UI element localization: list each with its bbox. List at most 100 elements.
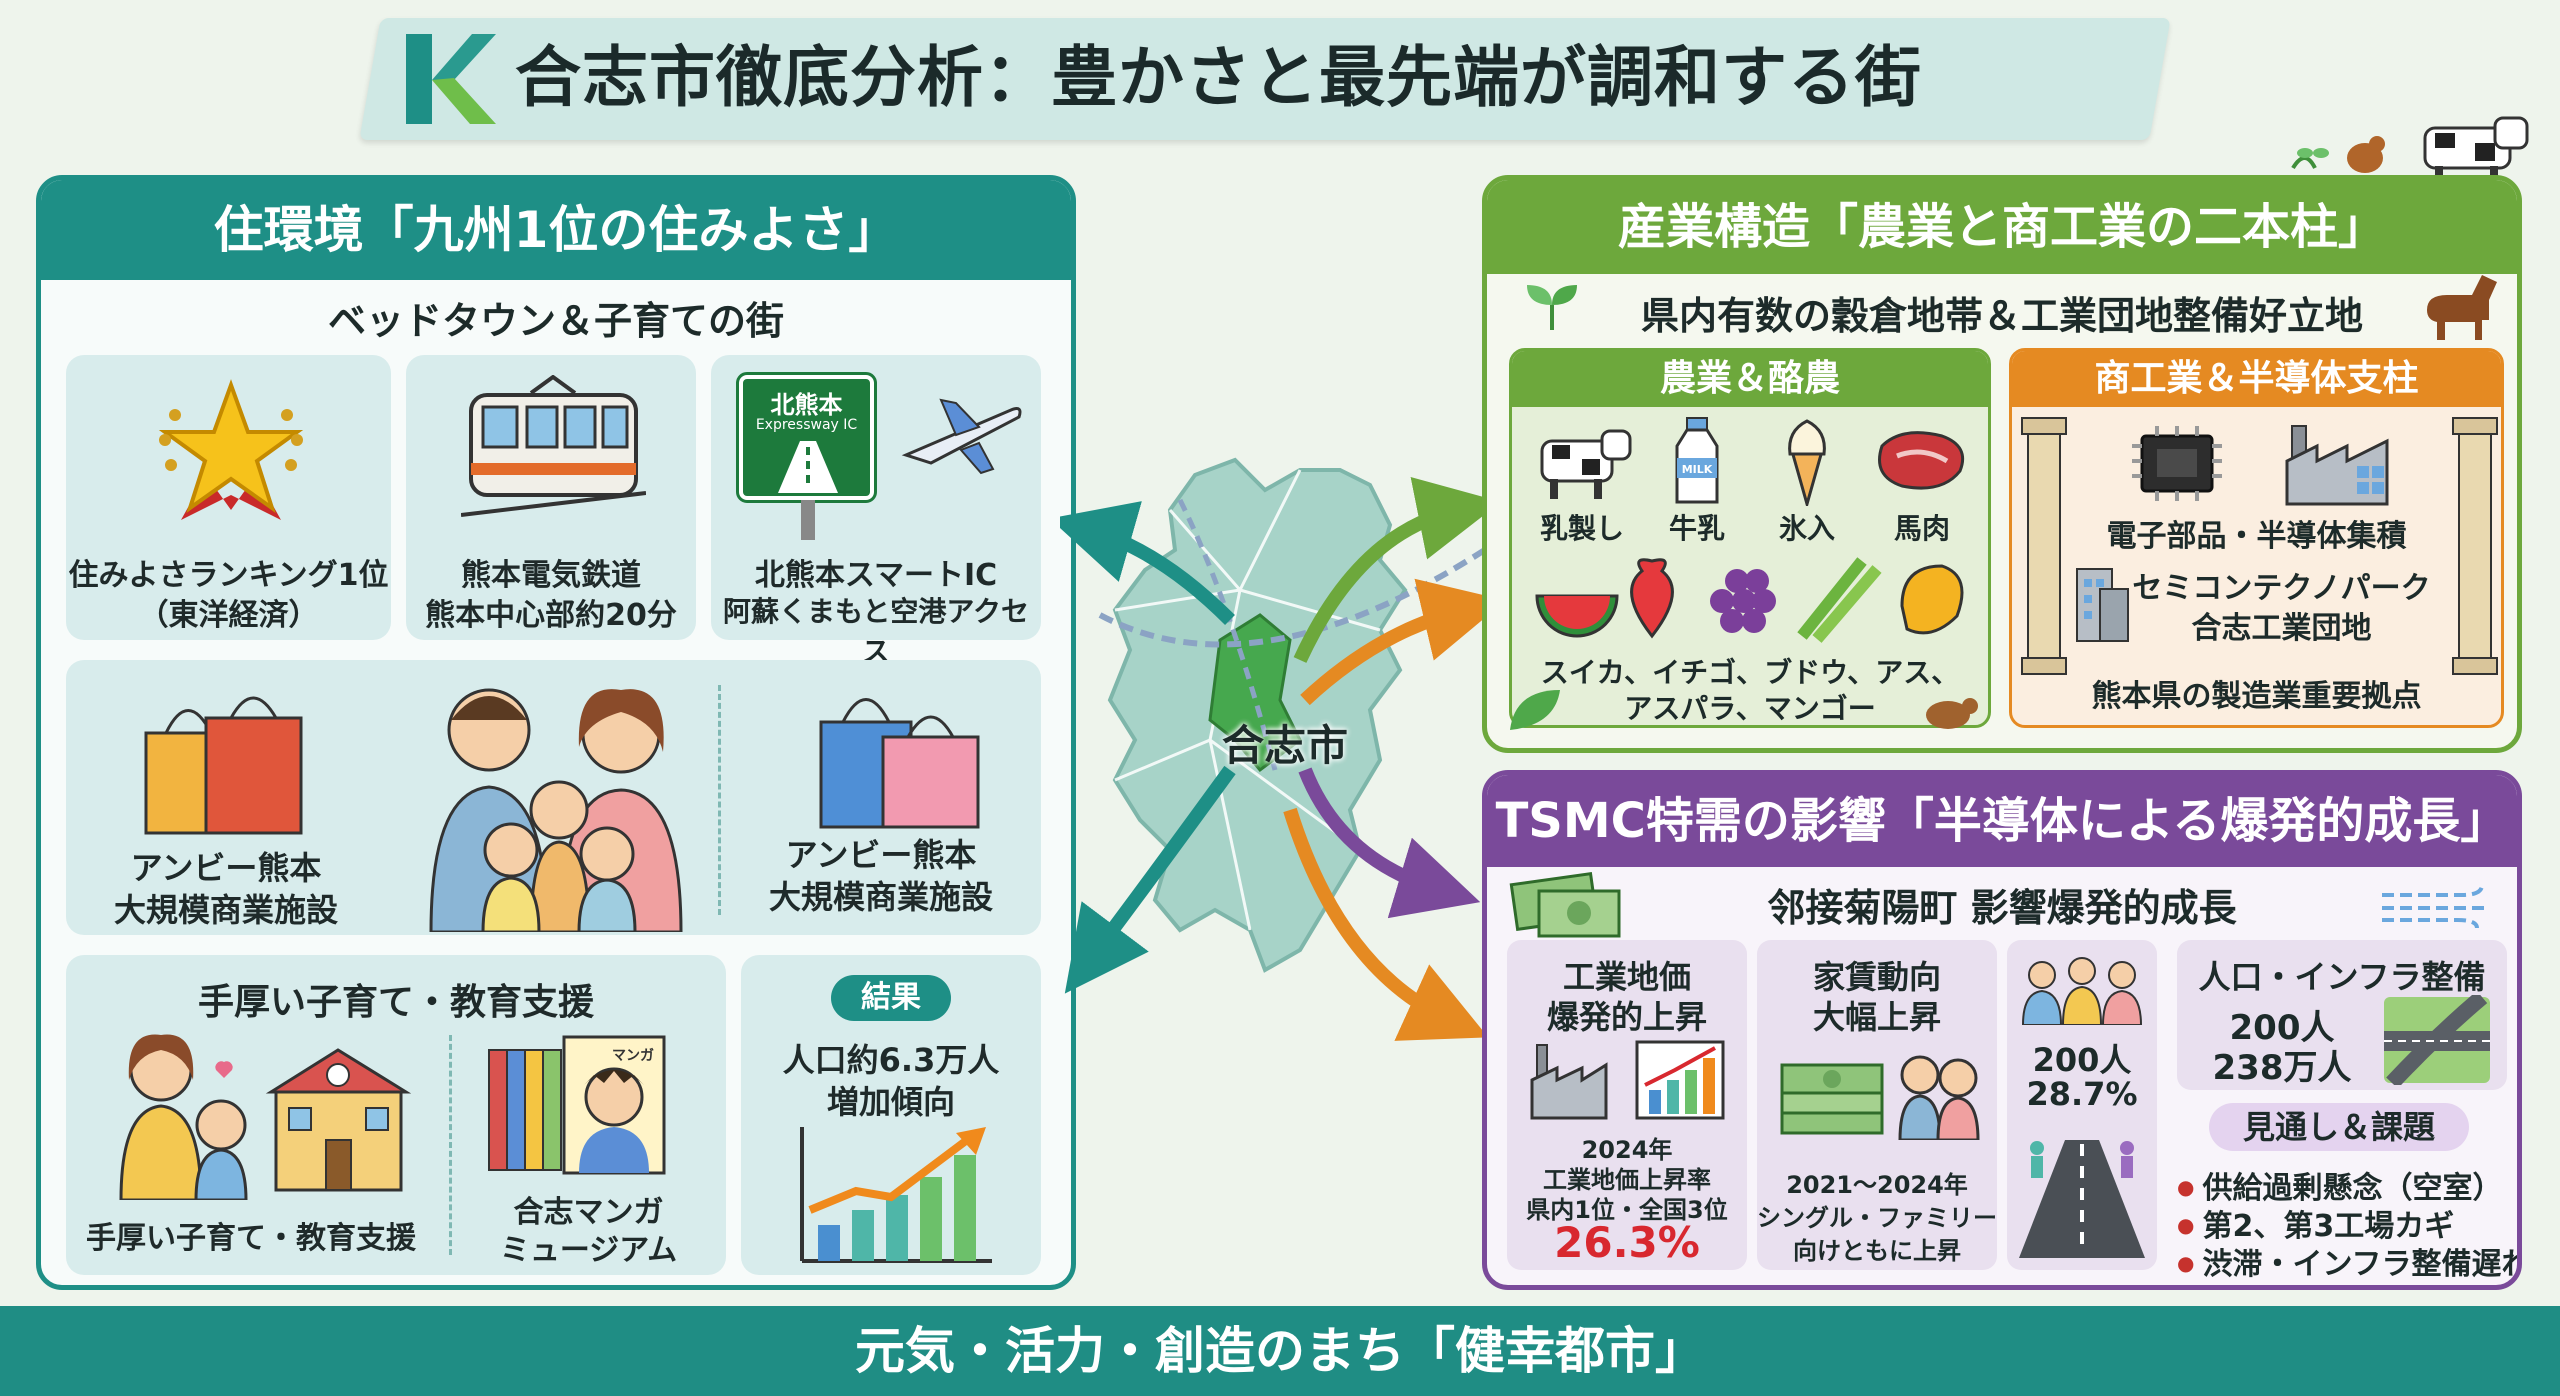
- chip-icon: [2132, 426, 2222, 501]
- mall-left-line1: アンビー熊本: [130, 849, 322, 887]
- page-title: 合志市徹底分析：豊かさと最先端が調和する街: [515, 39, 1922, 116]
- ranking-line1: 住みよさランキング1位: [68, 558, 389, 593]
- agri-item-2: 牛乳: [1668, 512, 1725, 545]
- ice-cream-icon: [1788, 419, 1826, 506]
- commerce-line4: 熊本県の製造業重要拠点: [2091, 679, 2422, 714]
- wind-icon: [2382, 884, 2487, 929]
- cash-stack-icon: [1780, 1063, 1884, 1135]
- land-cap2: 工業地価上昇率: [1543, 1166, 1711, 1194]
- road-icon: [778, 441, 838, 493]
- agri-item-4: 馬肉: [1893, 512, 1950, 545]
- ranking-line2: （東洋経済）: [138, 598, 319, 633]
- rent-title2: 大幅上昇: [1812, 998, 1941, 1036]
- horse-icon: [2427, 275, 2497, 340]
- mall-right-line2: 大規模商業施設: [768, 878, 993, 916]
- divider: [718, 685, 721, 915]
- industry-subtitle: 県内有数の穀倉地帯＆工業団地整備好立地: [1640, 294, 2363, 338]
- industry-panel-header: 産業構造「農業と商工業の二本柱」: [1487, 180, 2517, 274]
- infra-line1: 200人: [2229, 1008, 2335, 1048]
- land-cap1: 2024年: [1581, 1136, 1673, 1164]
- rising-chart-icon: [1635, 1040, 1725, 1120]
- pop-line2: 28.7%: [2026, 1075, 2138, 1113]
- manga-books-icon: マンガ: [488, 1035, 666, 1175]
- pillar-icon: [2021, 417, 2067, 675]
- living-panel: 住環境「九州1位の住みよさ」 ベッドタウン＆子育ての街 住みよさランキング1位 …: [36, 175, 1076, 1290]
- rent-title1: 家賃動向: [1812, 958, 1941, 996]
- manga-line1: 合志マンガ: [513, 1195, 664, 1230]
- railway-line1: 熊本電気鉄道: [461, 558, 641, 593]
- living-subtitle: ベッドタウン＆子育ての街: [327, 299, 784, 343]
- land-title2: 爆発的上昇: [1546, 998, 1707, 1036]
- expressway-sign-icon: 北熊本 Expressway IC: [736, 372, 877, 503]
- support-title: 手厚い子育て・教育支援: [197, 982, 594, 1023]
- population-card: 200人 28.7%: [2007, 940, 2157, 1270]
- mall-left-line2: 大規模商業施設: [113, 891, 338, 929]
- people-group-icon: [2021, 957, 2143, 1025]
- airplane-icon: [901, 398, 1022, 475]
- sign-post: [801, 500, 815, 540]
- commerce-header: 商工業＆半導体支柱: [2012, 351, 2501, 407]
- land-cap3: 県内1位・全国3位: [1526, 1196, 1728, 1224]
- shopping-bags-icon: [819, 698, 980, 829]
- manga-line2: ミュージアム: [499, 1233, 678, 1268]
- factory-icon: [2285, 425, 2389, 506]
- growth-chart-icon: [800, 1127, 992, 1263]
- industry-panel: 産業構造「農業と商工業の二本柱」 県内有数の穀倉地帯＆工業団地整備好立地 農業＆…: [1482, 175, 2522, 753]
- land-price-card: 工業地価 爆発的上昇 2024年 工業地価上昇率 県内1位・全国3位 26.3%: [1507, 940, 1747, 1270]
- parent-child-school-icon: [119, 1034, 411, 1200]
- railway-card: 熊本電気鉄道 熊本中心部約20分: [406, 355, 696, 640]
- interchange-icon: [2384, 995, 2490, 1085]
- rent-cap3: 向けともに上昇: [1793, 1237, 1961, 1265]
- agri-box: 農業＆酪農 乳製し MILK 牛乳 氷入 馬肉: [1509, 348, 1991, 728]
- sprout-icon: [1527, 285, 1577, 330]
- commerce-line1: 電子部品・半導体集積: [2106, 519, 2407, 554]
- milk-label: MILK: [1682, 463, 1713, 476]
- commerce-line3: 合志工業団地: [2191, 611, 2372, 646]
- manga-book-label: マンガ: [612, 1048, 654, 1064]
- support-caption: 手厚い子育て・教育支援: [86, 1221, 416, 1256]
- rent-cap1: 2021～2024年: [1786, 1171, 1968, 1199]
- tsmc-panel-header: TSMC特需の影響「半導体による爆発的成長」: [1487, 775, 2517, 867]
- rent-cap2: シングル・ファミリー: [1757, 1204, 1997, 1232]
- k-logo-icon: [406, 34, 496, 124]
- footer-slogan: 元気・活力・創造のまち「健幸都市」: [0, 1306, 2560, 1396]
- leaf-icon: [1510, 690, 1560, 730]
- commerce-box: 商工業＆半導体支柱 電子部品・半導体集積 セミ: [2009, 348, 2504, 728]
- small-cow-icon: [1926, 698, 1978, 729]
- pillar-icon: [2452, 417, 2498, 675]
- living-panel-header: 住環境「九州1位の住みよさ」: [41, 180, 1071, 280]
- tsmc-subtitle: 邻接菊陽町 影響爆発的成長: [1767, 886, 2237, 930]
- result-card: 結果 人口約6.3万人 増加傾向: [741, 955, 1041, 1275]
- outlook-badge: 見通し＆課題: [2209, 1103, 2469, 1151]
- family-malls-card: アンビー熊本 大規模商業施設 アンビー熊本 大規模商業施設: [66, 660, 1041, 935]
- result-line2: 増加傾向: [826, 1083, 955, 1121]
- outlook-section: 見通し＆課題 供給過剰懸念（空室） 第2、第3工場カギ 渋滞・インフラ整備遅れ: [2177, 1103, 2517, 1282]
- result-badge: 結果: [831, 975, 951, 1021]
- agri-item-1: 乳製し: [1539, 512, 1624, 545]
- agri-fruits-line2: アスパラ、マンゴー: [1624, 692, 1876, 725]
- star-award-icon: [158, 379, 304, 520]
- agri-fruits-line1: スイカ、イチゴ、ブドウ、アス、: [1540, 656, 1960, 689]
- family-illustration-icon: [429, 688, 683, 932]
- sign-top-text: 北熊本: [770, 391, 843, 419]
- money-icon: [1509, 871, 1621, 938]
- cow-icon: [1540, 429, 1632, 499]
- outlook-bullet-3: 渋滞・インフラ整備遅れ: [2177, 1239, 2517, 1283]
- land-value: 26.3%: [1554, 1218, 1700, 1267]
- infra-card: 人口・インフラ整備 200人 238万人: [2177, 940, 2507, 1090]
- rent-card: 家賃動向 大幅上昇 2021～2024年 シングル・ファミリー 向けともに上昇: [1757, 940, 1997, 1270]
- building-icon: [2076, 568, 2129, 642]
- ranking-card: 住みよさランキング1位 （東洋経済）: [66, 355, 391, 640]
- infra-line2: 238万人: [2212, 1048, 2352, 1088]
- shopping-bags-icon: [144, 696, 303, 835]
- land-title1: 工業地価: [1562, 958, 1691, 996]
- city-map-label: 合志市: [1221, 721, 1348, 770]
- tsmc-panel: TSMC特需の影響「半導体による爆発的成長」 邻接菊陽町 影響爆発的成長 工業地…: [1482, 770, 2522, 1290]
- mall-right-line1: アンビー熊本: [785, 836, 977, 874]
- agri-header: 農業＆酪農: [1512, 351, 1988, 407]
- result-line1: 人口約6.3万人: [782, 1041, 1000, 1079]
- infra-title: 人口・インフラ整備: [2198, 958, 2486, 996]
- railway-line2: 熊本中心部約20分: [425, 598, 677, 633]
- support-card: 手厚い子育て・教育支援 手厚い子育て・教育支援 マンガ: [66, 955, 726, 1275]
- agri-item-3: 氷入: [1778, 512, 1835, 545]
